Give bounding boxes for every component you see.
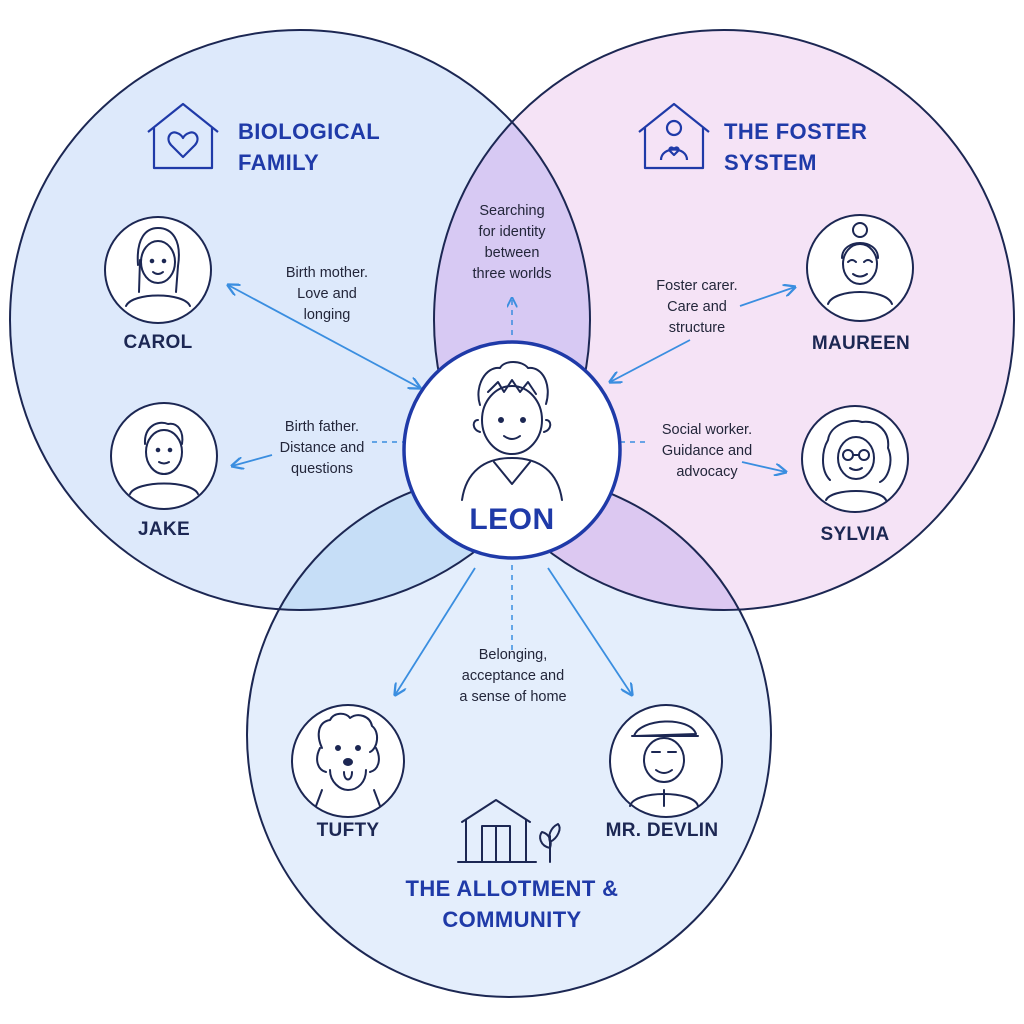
arrow-tufty [395,567,476,695]
arrow-maureen [610,339,691,382]
devlin-avatar [609,704,723,818]
house-person-icon [638,102,710,170]
devlin-face-icon [629,720,699,807]
tufty-dog-icon [315,712,381,807]
house-heart-icon [147,102,219,170]
community-title: THE ALLOTMENT &COMMUNITY [405,876,619,932]
arrow-devlin [547,567,632,695]
maureen-face-icon [827,222,893,305]
jake-avatar [110,402,218,510]
maureen-avatar [806,214,914,322]
jake-face-icon [129,421,199,495]
leon-name: LEON [469,503,555,536]
carol-name: CAROL [123,332,193,353]
arrow-jake [232,454,273,466]
arrow-sylvia [741,461,786,472]
tufty-name: TUFTY [316,820,380,841]
shed-plant-icon [457,799,561,863]
carol-avatar [104,216,212,324]
sylvia-name: SYLVIA [820,524,890,545]
carol-face-icon [125,227,191,307]
sylvia-face-icon [822,420,892,501]
jake-name: JAKE [138,519,190,540]
leon-boy-icon [461,361,563,501]
maureen-name: MAUREEN [811,333,911,354]
devlin-name: MR. DEVLIN [605,820,719,841]
community-circle [247,473,771,997]
sylvia-avatar [801,405,909,513]
leon-avatar [402,340,622,560]
arrow-carol [228,285,420,388]
